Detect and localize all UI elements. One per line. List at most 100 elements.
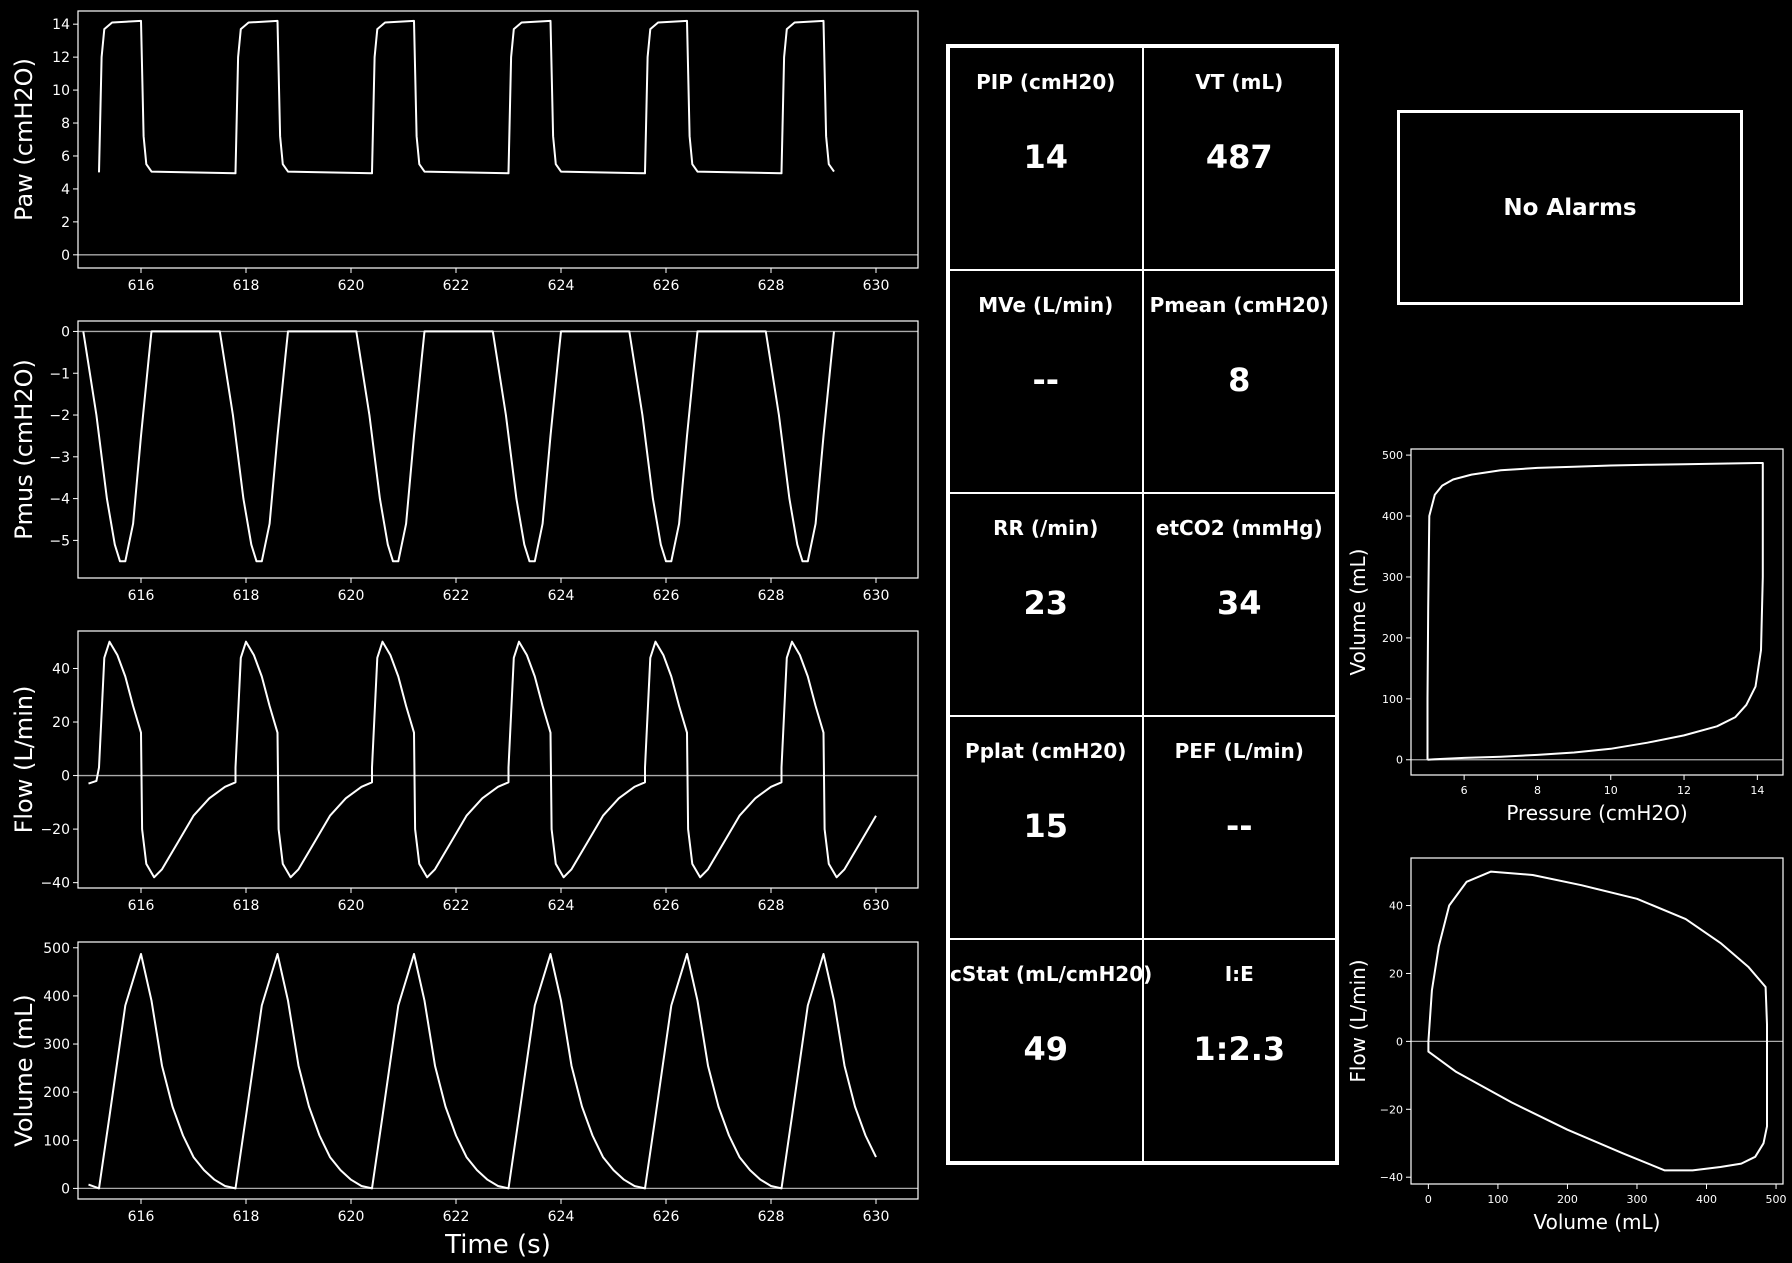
x-tick-label: 620 — [338, 278, 365, 294]
y-tick-label: 10 — [52, 83, 70, 99]
readout-value: 487 — [1205, 138, 1273, 176]
alarm-status-text: No Alarms — [1503, 194, 1637, 221]
x-tick-label: 0 — [1425, 1193, 1432, 1206]
fv_loop-axes-frame — [1410, 857, 1784, 1185]
y-tick-label: 14 — [52, 17, 70, 33]
x-tick-label: 616 — [128, 588, 155, 604]
pv_loop-y-axis-label: Volume (mL) — [1346, 549, 1370, 676]
y-tick-label: 0 — [1396, 1035, 1403, 1048]
readout-label: Pplat (cmH20) — [965, 739, 1127, 763]
readout-value: -- — [1032, 361, 1060, 399]
pmus-y-axis-label: Pmus (cmH2O) — [10, 359, 38, 540]
paw-series-line — [98, 19, 835, 175]
readout-value: 1:2.3 — [1193, 1030, 1286, 1068]
pv_loop-series-line — [1426, 462, 1764, 761]
y-tick-label: 300 — [1382, 571, 1403, 584]
x-tick-label: 628 — [758, 1209, 785, 1225]
x-tick-label: 100 — [1487, 1193, 1508, 1206]
x-tick-label: 628 — [758, 588, 785, 604]
pv_loop-x-axis-label: Pressure (cmH2O) — [1506, 801, 1687, 825]
x-tick-label: 618 — [233, 1209, 260, 1225]
y-tick-label: 40 — [1389, 900, 1403, 913]
x-tick-label: 10 — [1604, 784, 1618, 797]
y-tick-label: 200 — [1382, 632, 1403, 645]
readout-label: PEF (L/min) — [1174, 739, 1304, 763]
volume-axes-frame — [77, 941, 919, 1200]
readout-value: 15 — [1023, 807, 1069, 845]
y-tick-label: −4 — [49, 492, 70, 508]
x-tick-label: 618 — [233, 278, 260, 294]
x-tick-label: 626 — [653, 278, 680, 294]
x-tick-label: 14 — [1750, 784, 1764, 797]
y-tick-label: 0 — [1396, 754, 1403, 767]
readout-value: 14 — [1023, 138, 1069, 176]
readout-label: MVe (L/min) — [978, 293, 1114, 317]
volume-series-line — [88, 953, 877, 1190]
readout-label: Pmean (cmH20) — [1149, 293, 1329, 317]
x-tick-label: 630 — [863, 278, 890, 294]
volume-x-axis-label: Time (s) — [444, 1230, 551, 1260]
x-tick-label: 616 — [128, 1209, 155, 1225]
readout-value: 8 — [1228, 361, 1251, 399]
y-tick-label: 4 — [61, 182, 70, 198]
y-tick-label: −1 — [49, 366, 70, 382]
y-tick-label: 6 — [61, 149, 70, 165]
x-tick-label: 630 — [863, 898, 890, 914]
x-tick-label: 622 — [443, 278, 470, 294]
x-tick-label: 622 — [443, 898, 470, 914]
pv_loop-axes-frame — [1410, 448, 1784, 776]
y-tick-label: 40 — [52, 662, 70, 678]
x-tick-label: 400 — [1696, 1193, 1717, 1206]
y-tick-label: 500 — [1382, 449, 1403, 462]
flow-axes-frame — [77, 630, 919, 889]
readout-vt: VT (mL) 487 — [1142, 47, 1336, 270]
y-tick-label: 2 — [61, 215, 70, 231]
volume-y-axis-label: Volume (mL) — [10, 994, 38, 1146]
x-tick-label: 6 — [1461, 784, 1468, 797]
y-tick-label: −3 — [49, 450, 70, 466]
y-tick-label: 20 — [52, 715, 70, 731]
x-tick-label: 624 — [548, 1209, 575, 1225]
x-tick-label: 624 — [548, 278, 575, 294]
x-tick-label: 8 — [1534, 784, 1541, 797]
x-tick-label: 630 — [863, 1209, 890, 1225]
flow-y-axis-label: Flow (L/min) — [10, 686, 38, 834]
readout-label: PIP (cmH20) — [976, 70, 1116, 94]
y-tick-label: 0 — [61, 769, 70, 785]
x-tick-label: 618 — [233, 898, 260, 914]
y-tick-label: −5 — [49, 533, 70, 549]
x-tick-label: 618 — [233, 588, 260, 604]
x-tick-label: 626 — [653, 898, 680, 914]
readout-label: cStat (mL/cmH20) — [950, 962, 1153, 986]
y-tick-label: 0 — [61, 1181, 70, 1197]
x-tick-label: 630 — [863, 588, 890, 604]
readout-pmean: Pmean (cmH20) 8 — [1142, 270, 1336, 493]
x-tick-label: 500 — [1766, 1193, 1787, 1206]
readout-pplat: Pplat (cmH20) 15 — [949, 716, 1143, 939]
x-tick-label: 626 — [653, 588, 680, 604]
y-tick-label: 8 — [61, 116, 70, 132]
readout-value: -- — [1225, 807, 1253, 845]
readout-value: 49 — [1023, 1030, 1069, 1068]
y-tick-label: 400 — [43, 989, 70, 1005]
y-tick-label: −40 — [1380, 1171, 1403, 1184]
x-tick-label: 616 — [128, 278, 155, 294]
x-tick-label: 628 — [758, 898, 785, 914]
x-tick-label: 622 — [443, 1209, 470, 1225]
y-tick-label: −40 — [40, 876, 70, 892]
pmus-series-line — [82, 330, 835, 563]
x-tick-label: 200 — [1557, 1193, 1578, 1206]
y-tick-label: 100 — [43, 1133, 70, 1149]
x-tick-label: 622 — [443, 588, 470, 604]
readout-grid: PIP (cmH20) 14 VT (mL) 487 MVe (L/min) -… — [946, 44, 1339, 1165]
readout-value: 34 — [1216, 584, 1262, 622]
x-tick-label: 624 — [548, 588, 575, 604]
